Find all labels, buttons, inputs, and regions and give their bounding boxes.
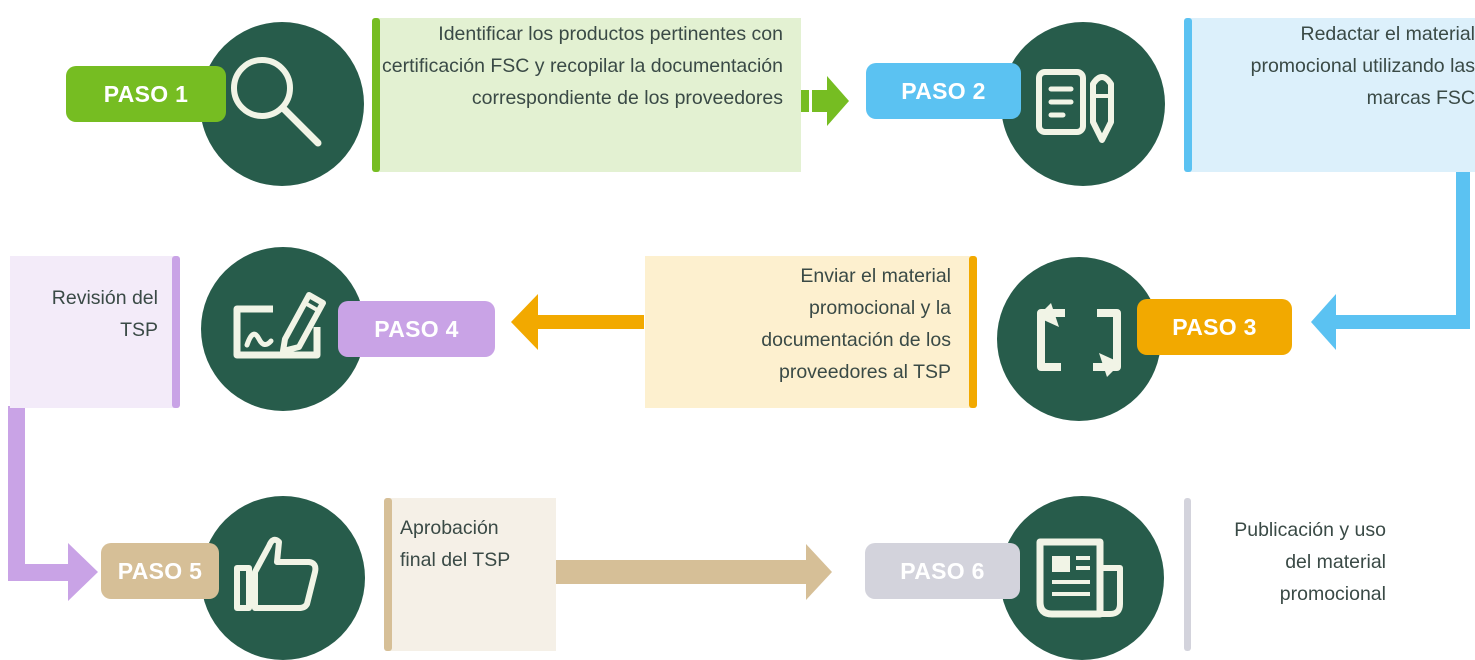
step5-description-box: Aprobación final del TSP xyxy=(384,498,556,651)
step5-label: PASO 5 xyxy=(117,557,203,584)
step2-accent-bar xyxy=(1184,18,1192,172)
magnifier-icon xyxy=(231,57,322,147)
step5-accent-bar xyxy=(384,498,392,651)
step2-circle xyxy=(1001,22,1165,186)
arrow-step2-to-step3 xyxy=(1311,170,1470,350)
step2-text: Redactar el material promocional utiliza… xyxy=(1250,23,1475,109)
step6-label: PASO 6 xyxy=(900,557,985,584)
step1-circle xyxy=(200,22,364,186)
step3-label: PASO 3 xyxy=(1172,313,1257,340)
step1-accent-bar xyxy=(372,18,380,172)
step3-description-box: Enviar el material promocional y la docu… xyxy=(645,256,977,408)
arrow-step1-to-step2 xyxy=(801,76,849,126)
arrow-step4-to-step5 xyxy=(8,406,98,601)
step1-label: PASO 1 xyxy=(103,80,189,107)
step2-label: PASO 2 xyxy=(901,77,986,104)
arrow-step3-to-step4 xyxy=(511,294,644,350)
step3-accent-bar xyxy=(969,256,977,408)
step6-text: Publicación y uso del material promocion… xyxy=(1234,519,1386,605)
step5-circle xyxy=(201,496,365,660)
step4-badge: PASO 4 xyxy=(338,301,495,357)
step6-circle xyxy=(1000,496,1164,660)
step5-text: Aprobación final del TSP xyxy=(400,517,511,571)
step3-badge: PASO 3 xyxy=(1137,299,1292,355)
step1-badge: PASO 1 xyxy=(66,66,226,122)
step1-description-box: Identificar los productos pertinentes co… xyxy=(372,18,801,172)
thumbs-up-icon xyxy=(234,536,319,611)
step1-text: Identificar los productos pertinentes co… xyxy=(381,23,783,109)
step3-circle xyxy=(997,257,1161,421)
signature-icon xyxy=(233,292,326,359)
step5-badge: PASO 5 xyxy=(101,543,219,599)
step3-text: Enviar el material promocional y la docu… xyxy=(761,265,951,383)
newspaper-icon xyxy=(1036,538,1123,618)
step4-text: Revisión del TSP xyxy=(51,287,158,341)
step4-circle xyxy=(201,247,365,411)
step4-description-box: Revisión del TSP xyxy=(10,256,180,408)
step2-badge: PASO 2 xyxy=(866,63,1021,119)
arrow-step5-to-step6 xyxy=(556,544,832,600)
step6-accent-bar xyxy=(1184,498,1191,651)
step4-label: PASO 4 xyxy=(374,315,459,342)
step2-description-box: Redactar el material promocional utiliza… xyxy=(1184,18,1475,172)
step6-description-box: Publicación y uso del material promocion… xyxy=(1184,498,1386,651)
document-pencil-icon xyxy=(1036,69,1114,143)
step4-accent-bar xyxy=(172,256,180,408)
step6-badge: PASO 6 xyxy=(865,543,1020,599)
exchange-icon xyxy=(1037,303,1121,377)
